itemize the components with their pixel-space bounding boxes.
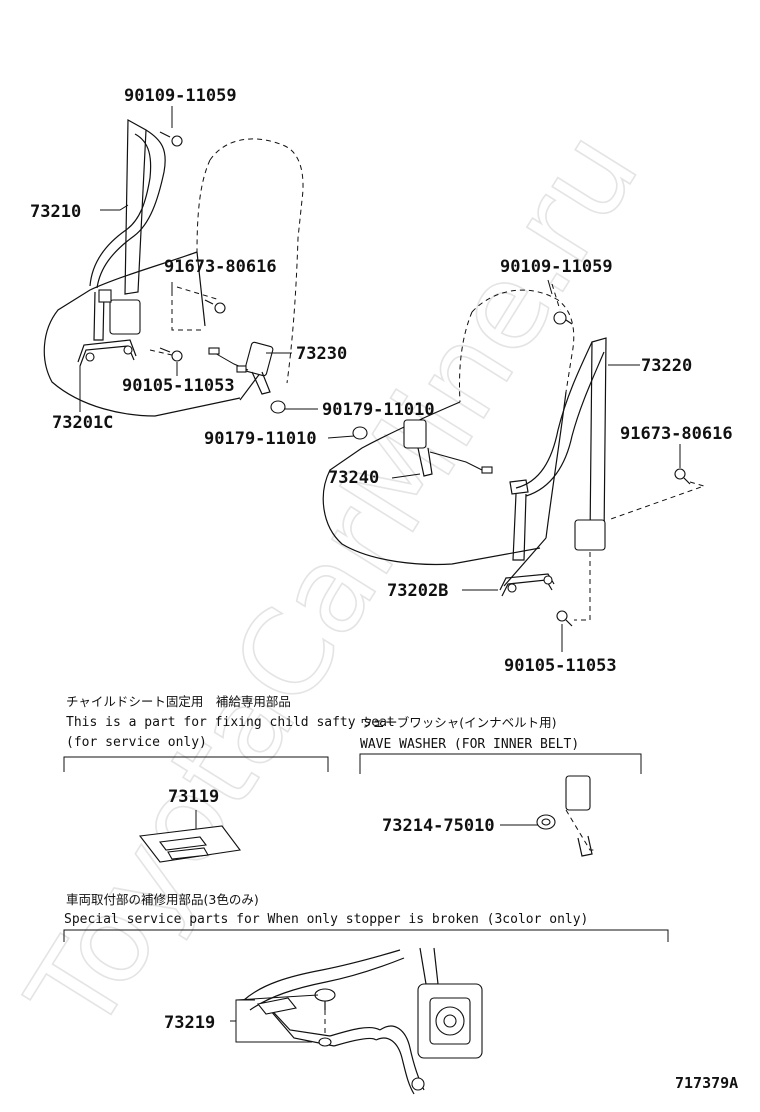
label-73214-75010: 73214-75010 (382, 816, 495, 836)
label-91673-80616-left: 91673-80616 (164, 257, 277, 277)
note-washer-en: WAVE WASHER (FOR INNER BELT) (360, 737, 579, 752)
label-73240: 73240 (328, 468, 379, 488)
bolt-91673-left (204, 299, 226, 314)
nut-90179-b (352, 426, 368, 440)
label-91673-80616-right: 91673-80616 (620, 424, 733, 444)
stopper-section-bracket (63, 929, 669, 942)
label-90109-11059-left: 90109-11059 (124, 86, 237, 106)
left-anchor-bracket-73201C (77, 339, 137, 367)
note-child-seat-en-line2: (for service only) (66, 735, 207, 750)
drawing-number: 717379A (675, 1074, 738, 1092)
label-73210: 73210 (30, 202, 81, 222)
bolt-90105-left (159, 347, 183, 362)
note-stopper-en: Special service parts for When only stop… (64, 912, 588, 927)
bolt-90109-left (159, 131, 183, 147)
label-73202B: 73202B (387, 581, 448, 601)
label-73219-bracket (230, 999, 312, 1043)
note-child-seat-jp: チャイルドシート固定用 補給専用部品 (66, 694, 291, 709)
note-child-seat-en-line1: This is a part for fixing child safty se… (66, 715, 395, 730)
label-73119: 73119 (168, 787, 219, 807)
left-buckle-73230 (208, 341, 274, 395)
bolt-90105-right (556, 610, 573, 627)
child-seat-section-bracket (63, 756, 329, 772)
bolt-90109-right (553, 311, 573, 325)
washer-section-bracket (359, 753, 642, 774)
label-90179-11010-b: 90179-11010 (204, 429, 317, 449)
nut-90179-a (270, 400, 286, 414)
right-buckle-73240 (403, 419, 493, 477)
right-anchor-bracket-73202B (499, 573, 555, 597)
note-washer-jp: ウェーブワッシャ(インナベルト用) (360, 715, 557, 730)
bolt-91673-right (674, 468, 691, 485)
retractor-assembly (375, 947, 483, 1095)
label-73219: 73219 (164, 1013, 215, 1033)
label-73220: 73220 (641, 356, 692, 376)
left-seat-belt-73210 (89, 118, 166, 341)
child-seat-anchor-73119 (138, 825, 241, 863)
label-73201C: 73201C (52, 413, 113, 433)
note-stopper-jp: 車両取付部の補修用部品(3色のみ) (66, 892, 259, 907)
label-90179-11010-a: 90179-11010 (322, 400, 435, 420)
right-seat-belt-73220 (509, 337, 607, 561)
label-90109-11059-right: 90109-11059 (500, 257, 613, 277)
label-90105-11053-right: 90105-11053 (504, 656, 617, 676)
label-73230: 73230 (296, 344, 347, 364)
stopper-button-73219 (257, 988, 336, 1047)
wave-washer-73214 (536, 775, 594, 857)
label-90105-11053-left: 90105-11053 (122, 376, 235, 396)
